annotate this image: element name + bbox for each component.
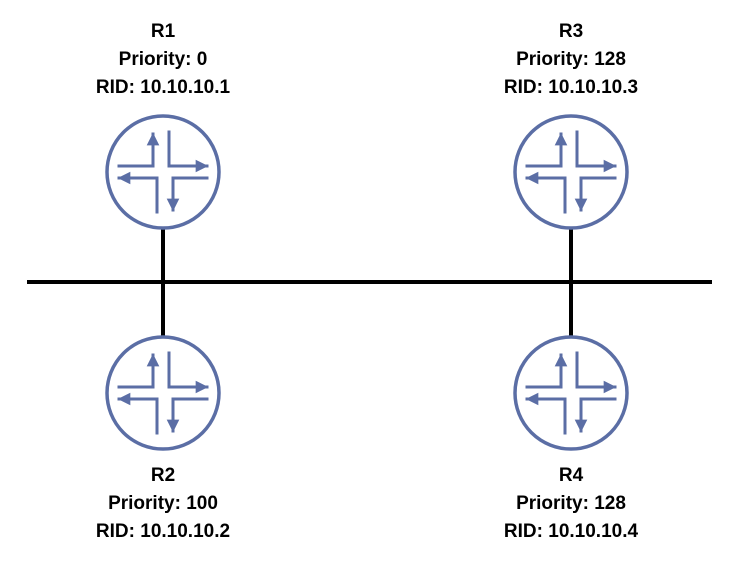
router-priority: Priority: 0 <box>118 49 208 70</box>
router-r2-label: R2 Priority: 100 RID: 10.10.10.2 <box>53 462 273 546</box>
router-rid: RID: 10.10.10.2 <box>95 521 231 542</box>
router-r1-icon <box>107 116 219 228</box>
router-rid: RID: 10.10.10.1 <box>95 77 231 98</box>
router-r4-label: R4 Priority: 128 RID: 10.10.10.4 <box>461 462 681 546</box>
router-rid: RID: 10.10.10.4 <box>503 521 639 542</box>
router-name: R1 <box>150 21 176 42</box>
router-priority: Priority: 128 <box>516 493 626 514</box>
router-name: R2 <box>150 465 176 486</box>
router-priority: Priority: 128 <box>516 49 626 70</box>
router-rid: RID: 10.10.10.3 <box>503 77 639 98</box>
router-priority: Priority: 100 <box>108 493 218 514</box>
router-r3-label: R3 Priority: 128 RID: 10.10.10.3 <box>461 18 681 102</box>
router-r4-icon <box>515 337 627 449</box>
router-r2-icon <box>107 337 219 449</box>
router-name: R3 <box>558 21 584 42</box>
router-name: R4 <box>558 465 584 486</box>
router-r3-icon <box>515 116 627 228</box>
router-r1-label: R1 Priority: 0 RID: 10.10.10.1 <box>53 18 273 102</box>
